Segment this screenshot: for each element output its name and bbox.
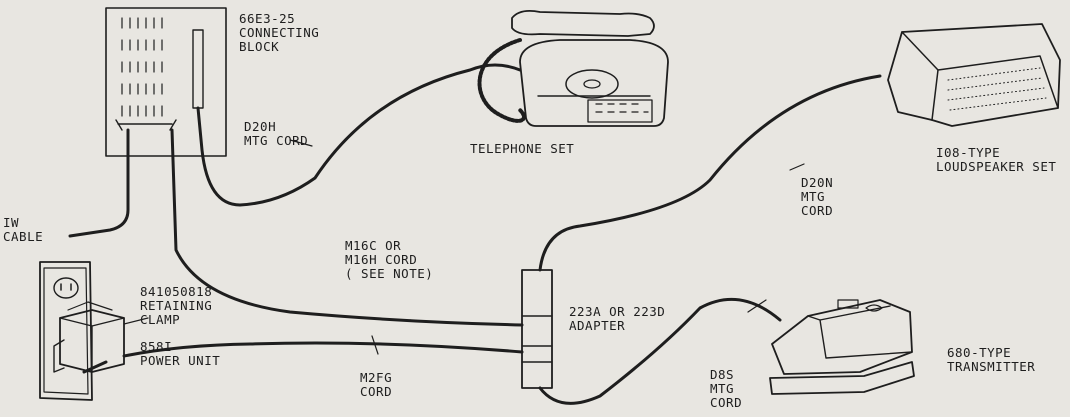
label-telephone-set: TELEPHONE SET: [470, 141, 575, 156]
transmitter: [769, 299, 915, 395]
leader-lines: [123, 139, 805, 355]
wall-outlet: [39, 261, 93, 401]
power-unit: [53, 301, 125, 373]
telephone-set: [477, 9, 669, 127]
cords: [68, 63, 882, 405]
adapter: [521, 269, 553, 389]
connecting-block: [105, 7, 227, 157]
loudspeaker: [887, 23, 1061, 127]
